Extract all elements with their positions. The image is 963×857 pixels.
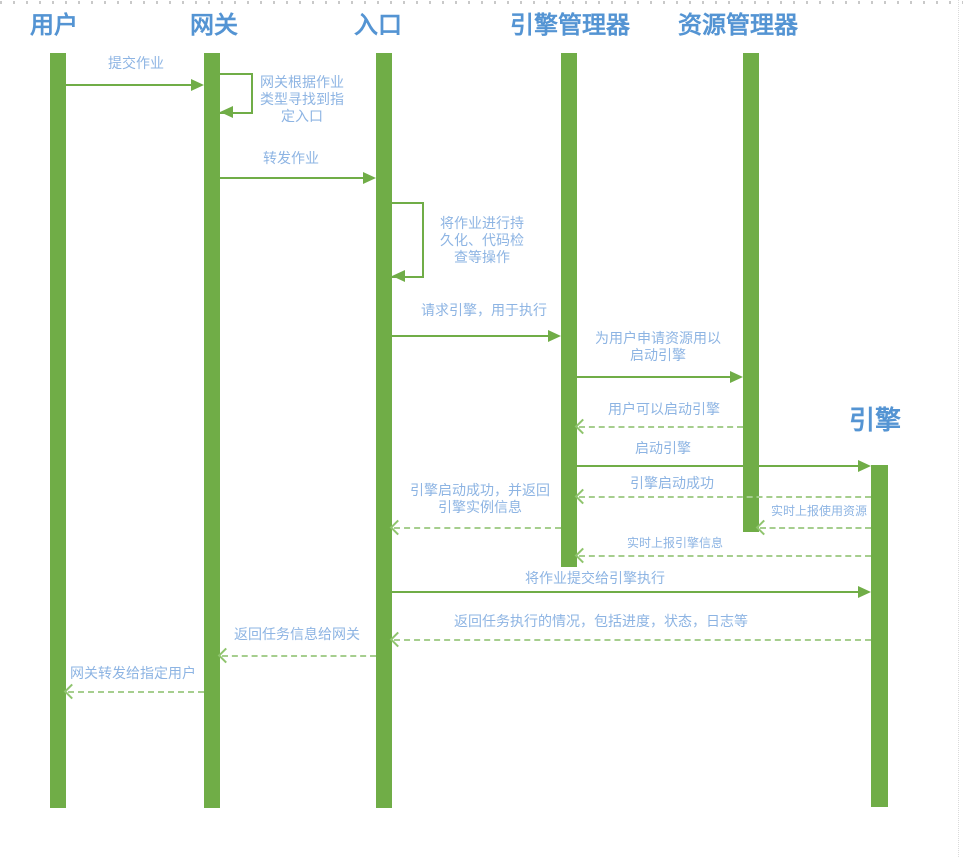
message-line-dashed xyxy=(394,639,871,641)
open-arrowhead-left-icon xyxy=(574,488,591,505)
arrowhead-right-icon xyxy=(858,586,871,598)
actor-label-entry: 入口 xyxy=(354,13,402,39)
lifeline-gateway xyxy=(204,53,220,808)
message-line-dashed xyxy=(579,555,871,557)
open-arrowhead-left-icon xyxy=(389,519,406,536)
arrowhead-left-icon xyxy=(392,270,405,282)
arrowhead-right-icon xyxy=(858,460,871,472)
arrowhead-right-icon xyxy=(191,79,204,91)
message-line xyxy=(392,591,858,593)
open-arrowhead-left-icon xyxy=(389,631,406,648)
message-line xyxy=(392,335,548,337)
open-arrowhead-left-icon xyxy=(574,547,591,564)
actor-label-resource-manager: 资源管理器 xyxy=(678,13,798,39)
message-line xyxy=(577,376,730,378)
message-line-dashed xyxy=(222,655,376,657)
message-label: 返回任务执行的情况，包括进度，状态，日志等 xyxy=(454,613,748,629)
message-line xyxy=(577,465,858,467)
page-boundary-line xyxy=(958,0,959,857)
arrowhead-left-icon xyxy=(220,106,233,118)
lifeline-entry xyxy=(376,53,392,808)
open-arrowhead-left-icon xyxy=(63,683,80,700)
message-label: 将作业提交给引擎执行 xyxy=(525,570,665,586)
self-call-loop xyxy=(392,202,424,278)
actor-label-user: 用户 xyxy=(30,13,78,39)
actor-label-engine-manager: 引擎管理器 xyxy=(510,13,630,39)
message-line-dashed xyxy=(68,691,204,693)
message-label: 将作业进行持久化、代码检查等操作 xyxy=(440,215,524,265)
top-ruler-ticks xyxy=(0,1,963,4)
arrowhead-right-icon xyxy=(548,330,561,342)
lifeline-engine-manager xyxy=(561,53,577,567)
message-label: 引擎启动成功，并返回引擎实例信息 xyxy=(410,482,550,515)
open-arrowhead-left-icon xyxy=(574,418,591,435)
message-label: 为用户申请资源用以启动引擎 xyxy=(595,330,721,363)
lifeline-user xyxy=(50,53,66,808)
message-label: 引擎启动成功 xyxy=(630,475,714,491)
message-label: 实时上报使用资源 xyxy=(770,504,867,518)
lifeline-resource-manager xyxy=(743,53,759,532)
message-label: 请求引擎，用于执行 xyxy=(421,302,547,318)
lifeline-engine xyxy=(871,465,888,807)
arrowhead-right-icon xyxy=(363,172,376,184)
open-arrowhead-left-icon xyxy=(217,647,234,664)
actor-label-gateway: 网关 xyxy=(190,13,238,39)
message-label: 提交作业 xyxy=(108,55,164,71)
message-label: 启动引擎 xyxy=(635,440,691,456)
message-line xyxy=(66,84,191,86)
message-line-dashed xyxy=(579,426,743,428)
message-label: 用户可以启动引擎 xyxy=(608,401,720,417)
message-label: 网关根据作业类型寻找到指定入口 xyxy=(260,74,344,124)
self-call-loop xyxy=(220,73,253,114)
message-label: 转发作业 xyxy=(263,150,319,166)
message-label: 实时上报引擎信息 xyxy=(626,536,723,550)
message-line xyxy=(220,177,363,179)
message-label: 网关转发给指定用户 xyxy=(70,665,196,681)
message-label: 返回任务信息给网关 xyxy=(234,626,360,642)
arrowhead-right-icon xyxy=(730,371,743,383)
actor-label-engine: 引擎 xyxy=(848,406,901,435)
message-line-dashed xyxy=(579,496,871,498)
message-line-dashed xyxy=(760,527,871,529)
message-line-dashed xyxy=(394,527,561,529)
